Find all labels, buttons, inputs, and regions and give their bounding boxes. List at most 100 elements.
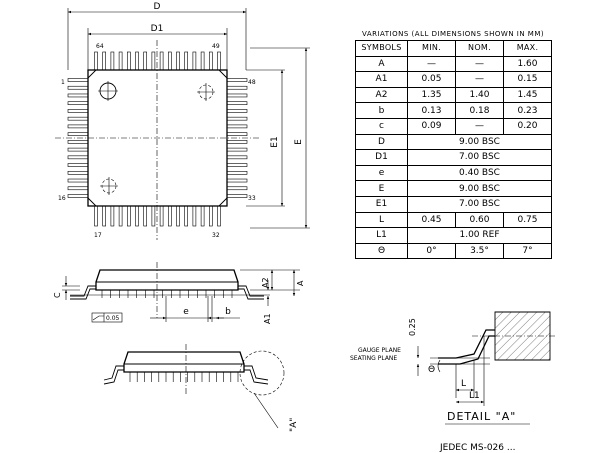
table-cell: 9.00 BSC bbox=[407, 133, 552, 151]
table-cell: 0° bbox=[407, 242, 456, 260]
table-cell: D bbox=[355, 133, 408, 151]
table-cell: 0.15 bbox=[503, 71, 552, 88]
table-cell: L bbox=[355, 211, 408, 229]
dim-c-label: C bbox=[53, 292, 62, 298]
lead-bottom bbox=[118, 205, 123, 227]
lead-right bbox=[226, 178, 248, 183]
lead-bottom bbox=[110, 205, 115, 227]
table-cell: — bbox=[455, 71, 504, 88]
variations-caption: VARIATIONS (ALL DIMENSIONS SHOWN IN MM) bbox=[362, 30, 545, 38]
lead-top bbox=[102, 51, 106, 71]
lead-left bbox=[67, 147, 89, 152]
lead-bottom bbox=[168, 205, 172, 227]
lead-left bbox=[67, 171, 89, 175]
table-cell: 0.09 bbox=[407, 117, 456, 135]
pin-32: 32 bbox=[212, 232, 220, 239]
table-cell: 7.00 BSC bbox=[407, 195, 552, 213]
table-cell: c bbox=[355, 117, 408, 135]
leads-right bbox=[226, 78, 248, 198]
detail-a-circle bbox=[239, 350, 285, 396]
lead-left bbox=[67, 194, 89, 198]
lead-right bbox=[226, 171, 248, 175]
lead-left bbox=[67, 78, 89, 82]
table-cell: 7° bbox=[503, 242, 552, 260]
lead-bottom bbox=[192, 205, 197, 227]
table-cell: 0.13 bbox=[407, 102, 456, 119]
leads-top bbox=[94, 51, 221, 71]
pin-64: 64 bbox=[96, 43, 104, 50]
variations-row: A——1.60 bbox=[355, 55, 552, 73]
table-cell: b bbox=[355, 102, 408, 119]
lead-bottom bbox=[217, 205, 221, 227]
lead-top bbox=[192, 51, 197, 71]
pin-49: 49 bbox=[212, 43, 220, 50]
dim-e1-label: E1 bbox=[270, 136, 280, 147]
lead-left bbox=[67, 93, 89, 98]
table-cell: A2 bbox=[355, 86, 408, 104]
lead-right bbox=[226, 147, 248, 152]
lead-right bbox=[226, 101, 248, 105]
fiducial-bottom-left bbox=[100, 177, 118, 195]
table-cell: A bbox=[355, 55, 408, 73]
table-cell: D1 bbox=[355, 149, 408, 166]
pin-33: 33 bbox=[248, 195, 256, 202]
detail-a: 0.25 GAUGE PLANE SEATING PLANE Θ L L1 DE… bbox=[350, 311, 555, 425]
lead-right bbox=[226, 163, 248, 167]
lead-left bbox=[67, 124, 89, 129]
lead-top bbox=[110, 51, 115, 71]
lead-bottom bbox=[200, 205, 205, 227]
table-cell: 7.00 BSC bbox=[407, 149, 552, 166]
table-cell: 1.60 bbox=[503, 55, 552, 73]
table-cell: e bbox=[355, 164, 408, 182]
lead-bottom bbox=[184, 205, 188, 227]
seating-plane-label: SEATING PLANE bbox=[350, 355, 397, 362]
lead-bottom bbox=[135, 205, 139, 227]
dim-a-label: A bbox=[296, 280, 305, 286]
pin-48: 48 bbox=[248, 79, 256, 86]
lead-left bbox=[67, 163, 89, 167]
lead-top bbox=[168, 51, 172, 71]
lead-bottom bbox=[159, 205, 164, 227]
lead-right bbox=[226, 78, 248, 82]
profile-view: "A" bbox=[103, 344, 299, 432]
detail-a-ref: "A" bbox=[289, 418, 299, 432]
lead-top bbox=[184, 51, 188, 71]
top-view: D D1 64 49 1 48 bbox=[55, 2, 310, 240]
dim-d-label: D bbox=[154, 2, 161, 12]
leads-bottom bbox=[94, 205, 221, 227]
leads-left bbox=[67, 78, 89, 198]
lead-bottom bbox=[143, 205, 147, 227]
lead-bottom bbox=[151, 205, 156, 227]
table-cell: 0.23 bbox=[503, 102, 552, 119]
header-cell: MIN. bbox=[407, 40, 456, 57]
lead-right bbox=[226, 85, 248, 90]
lead-right bbox=[226, 140, 248, 144]
dim-a1-label: A1 bbox=[263, 313, 272, 324]
lead-left bbox=[67, 109, 89, 113]
fiducial-pin1 bbox=[98, 81, 118, 101]
pin-16: 16 bbox=[58, 195, 66, 202]
lead-top bbox=[94, 51, 98, 71]
lead-left bbox=[67, 178, 89, 183]
dim-l-label: L bbox=[461, 379, 466, 389]
detail-title: DETAIL "A" bbox=[447, 410, 516, 423]
dim-e-pitch-label: e bbox=[183, 307, 189, 317]
lead-right bbox=[226, 155, 248, 160]
table-cell: — bbox=[407, 55, 456, 73]
lead-top bbox=[209, 51, 213, 71]
lead-left bbox=[67, 101, 89, 105]
lead-bottom bbox=[102, 205, 106, 227]
pin-1: 1 bbox=[61, 79, 65, 86]
pin-17: 17 bbox=[94, 232, 102, 239]
table-cell: 9.00 BSC bbox=[407, 180, 552, 197]
